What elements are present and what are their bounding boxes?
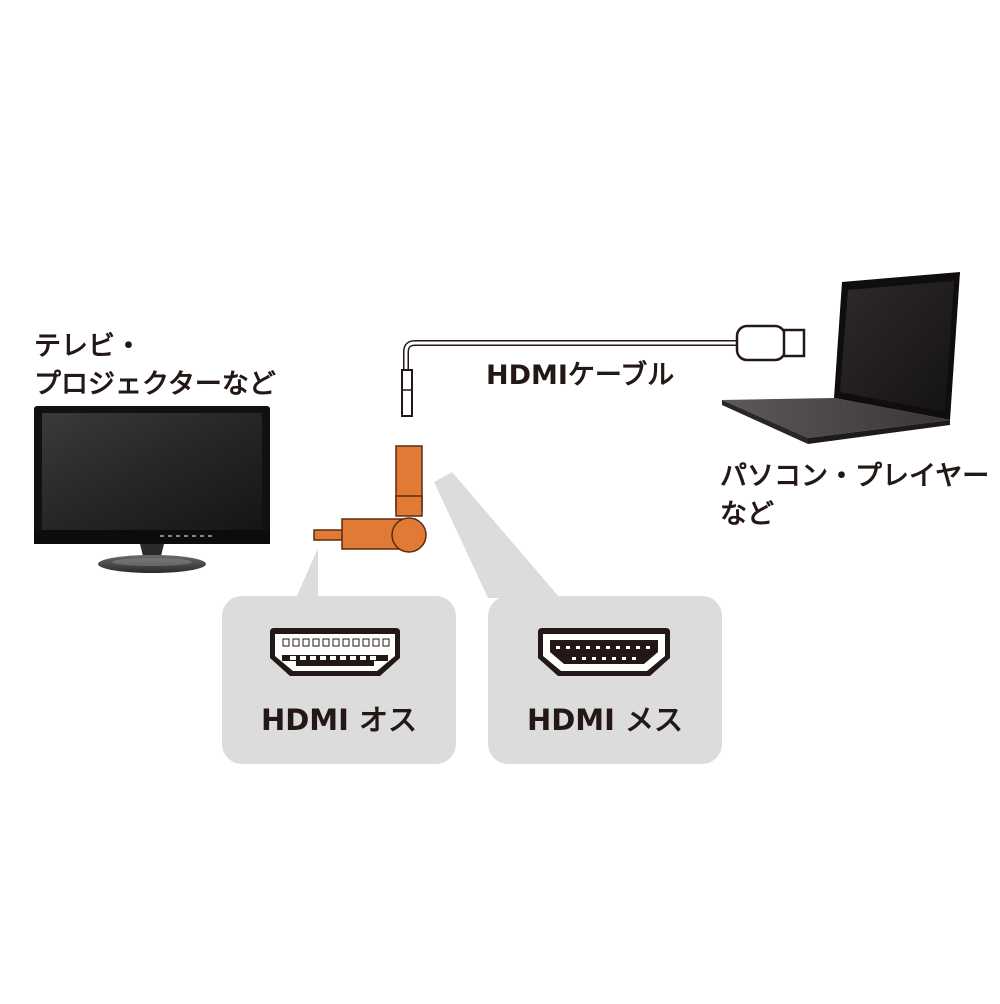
tv-label: テレビ・ プロジェクターなど: [34, 328, 276, 404]
pc-label-line1: パソコン・プレイヤー: [720, 461, 990, 492]
monitor-icon: [34, 406, 270, 573]
tv-label-line1: テレビ・: [34, 331, 142, 362]
female-label: HDMI メス: [526, 703, 684, 737]
hdmi-female-connector-icon: [538, 628, 670, 676]
hdmi-cable-icon: [401, 324, 806, 417]
male-label: HDMI オス: [260, 703, 418, 737]
pc-label: パソコン・プレイヤー など: [720, 458, 989, 534]
rotating-hdmi-adapter-icon: [313, 445, 427, 553]
laptop-icon: [722, 272, 960, 444]
hdmi-male-connector-icon: [270, 628, 400, 676]
pc-label-line2: など: [720, 499, 774, 530]
tv-label-line2: プロジェクターなど: [34, 369, 276, 400]
cable-label: HDMIケーブル: [486, 360, 675, 391]
